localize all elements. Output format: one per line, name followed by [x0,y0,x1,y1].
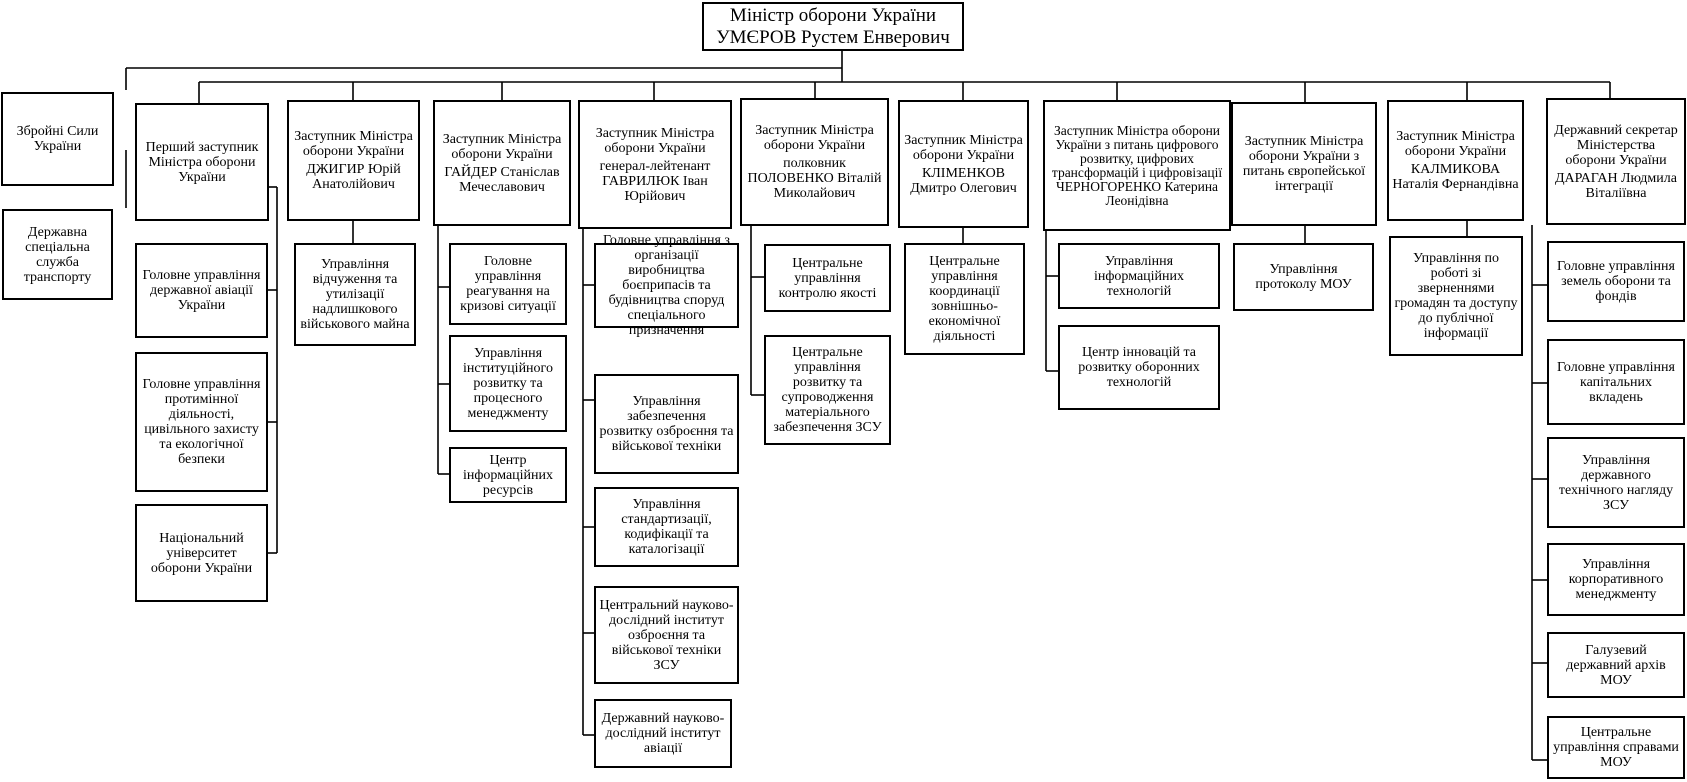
armed-forces-box: Збройні Сили України [1,92,114,186]
deputy-3-name: ГАЙДЕР Станіслав Мечеславович [444,164,560,195]
deputy-6-box: Заступник Міністра оборони України КЛІМЕ… [898,100,1029,228]
deputy-4-box: Заступник Міністра оборони України генер… [578,100,732,229]
unit-label: Управління державного технічного нагляду… [1558,452,1674,513]
unit-box: Центр інновацій та розвитку оборонних те… [1058,325,1220,410]
deputy-2-box: Заступник Міністра оборони України ДЖИГИ… [287,100,420,221]
minister-box: Міністр оборони України УМЄРОВ Рустем Ен… [702,2,964,51]
deputy-9-box: Заступник Міністра оборони України КАЛМИ… [1387,100,1524,221]
unit-box: Управління державного технічного нагляду… [1547,437,1685,528]
unit-label: Управління по роботі зі зверненнями гром… [1394,251,1518,341]
unit-label: Управління корпоративного менеджменту [1568,557,1664,602]
deputy-3-title: Заступник Міністра оборони України [442,131,562,162]
unit-label: Управління стандартизації, кодифікації т… [621,497,712,557]
unit-label: Головне управління реагування на кризові… [460,254,556,314]
deputy-8-title: Заступник Міністра оборони України з пит… [1242,134,1366,194]
unit-box: Головне управління протимінної діяльност… [135,352,268,492]
unit-label: Управління інформаційних технологій [1093,253,1185,299]
deputy-1-box: Перший заступник Міністра оборони Україн… [135,103,269,221]
unit-label: Центральне управління справами МОУ [1553,725,1679,770]
deputy-2-name: ДЖИГИР Юрій Анатолійович [306,162,401,192]
unit-box: Управління корпоративного менеджменту [1547,543,1685,616]
deputy-5-name: полковник ПОЛОВЕНКО Віталій Миколайович [747,156,882,201]
unit-label: Центральне управління контролю якості [778,255,877,301]
deputy-5-box: Заступник Міністра оборони України полко… [740,98,889,226]
unit-box: Центральне управління контролю якості [764,244,891,312]
unit-box: Головне управління реагування на кризові… [449,243,567,325]
unit-label: Національний університет оборони України [150,530,253,576]
unit-box: Управління по роботі зі зверненнями гром… [1389,236,1523,356]
unit-label: Головне управління капітальних вкладень [1557,359,1675,405]
unit-box: Центральне управління справами МОУ [1547,716,1685,779]
deputy-10-name: ДАРАГАН Людмила Віталіївна [1555,170,1677,201]
unit-box: Головне управління капітальних вкладень [1547,339,1685,425]
unit-box: Управління інформаційних технологій [1058,243,1220,309]
unit-box: Головне управління з організації виробни… [594,233,739,338]
unit-box: Управління стандартизації, кодифікації т… [594,487,739,567]
unit-label: Головне управління державної авіації Укр… [142,268,261,313]
transport-service-box: Державна спеціальна служба транспорту [2,209,113,300]
unit-box: Центр інформаційних ресурсів [449,447,567,503]
unit-label: Центральне управління координації зовніш… [928,254,1001,344]
unit-box: Національний університет оборони України [135,504,268,602]
unit-label: Управління протоколу МОУ [1255,262,1352,292]
unit-label: Центр інформаційних ресурсів [462,452,554,498]
minister-name: УМЄРОВ Рустем Енверович [716,26,950,48]
deputy-3-box: Заступник Міністра оборони України ГАЙДЕ… [433,100,571,226]
deputy-6-title: Заступник Міністра оборони України [904,132,1023,163]
unit-label: Галузевий державний архів МОУ [1566,642,1666,688]
unit-label: Управління інституційного розвитку та пр… [463,346,553,421]
deputy-6-name: КЛІМЕНКОВ Дмитро Олегович [910,165,1017,196]
unit-label: Управління забезпечення розвитку озброєн… [599,394,734,454]
unit-label: Управління відчуження та утилізації надл… [300,257,410,332]
deputy-1-title: Перший заступник Міністра оборони Україн… [145,139,259,185]
unit-label: Головне управління земель оборони та фон… [1557,259,1675,304]
unit-box: Центральне управління координації зовніш… [904,243,1025,355]
deputy-7-title: Заступник Міністра оборони України з пит… [1051,122,1223,180]
unit-box: Галузевий державний архів МОУ [1547,632,1685,698]
unit-box: Центральне управління розвитку та супров… [764,335,891,445]
armed-forces-label: Збройні Сили України [16,124,99,154]
unit-box: Головне управління земель оборони та фон… [1547,241,1685,322]
deputy-9-title: Заступник Міністра оборони України [1396,129,1515,159]
deputy-5-title: Заступник Міністра оборони України [755,123,874,153]
unit-label: Центральний науково-дослідний інститут о… [599,597,734,673]
unit-label: Головне управління протимінної діяльност… [142,377,261,467]
unit-label: Центральне управління розвитку та супров… [773,345,882,435]
unit-label: Державний науково-дослідний інститут аві… [601,711,725,756]
unit-label: Центр інновацій та розвитку оборонних те… [1078,345,1200,390]
unit-box: Центральний науково-дослідний інститут о… [594,586,739,684]
unit-box: Управління інституційного розвитку та пр… [449,335,567,432]
deputy-9-name: КАЛМИКОВА Наталія Фернандівна [1392,162,1519,192]
unit-box: Державний науково-дослідний інститут аві… [594,699,732,768]
unit-box: Управління відчуження та утилізації надл… [294,243,416,346]
deputy-10-box: Державний секретар Міністерства оборони … [1546,98,1686,225]
deputy-10-title: Державний секретар Міністерства оборони … [1554,122,1678,168]
deputy-4-title: Заступник Міністра оборони України [595,125,715,156]
unit-box: Головне управління державної авіації Укр… [135,243,268,338]
minister-title: Міністр оборони України [729,4,937,26]
deputy-2-title: Заступник Міністра оборони України [294,129,413,159]
unit-box: Управління забезпечення розвитку озброєн… [594,374,739,474]
unit-box: Управління протоколу МОУ [1233,243,1374,311]
deputy-7-box: Заступник Міністра оборони України з пит… [1043,100,1231,231]
unit-label: Головне управління з організації виробни… [603,233,730,338]
deputy-8-box: Заступник Міністра оборони України з пит… [1231,102,1377,226]
deputy-4-name: генерал-лейтенант ГАВРИЛЮК Іван Юрійович [599,158,711,204]
deputy-7-name: ЧЕРНОГОРЕНКО Катерина Леонідівна [1055,178,1219,208]
transport-service-label: Державна спеціальна служба транспорту [23,224,92,285]
